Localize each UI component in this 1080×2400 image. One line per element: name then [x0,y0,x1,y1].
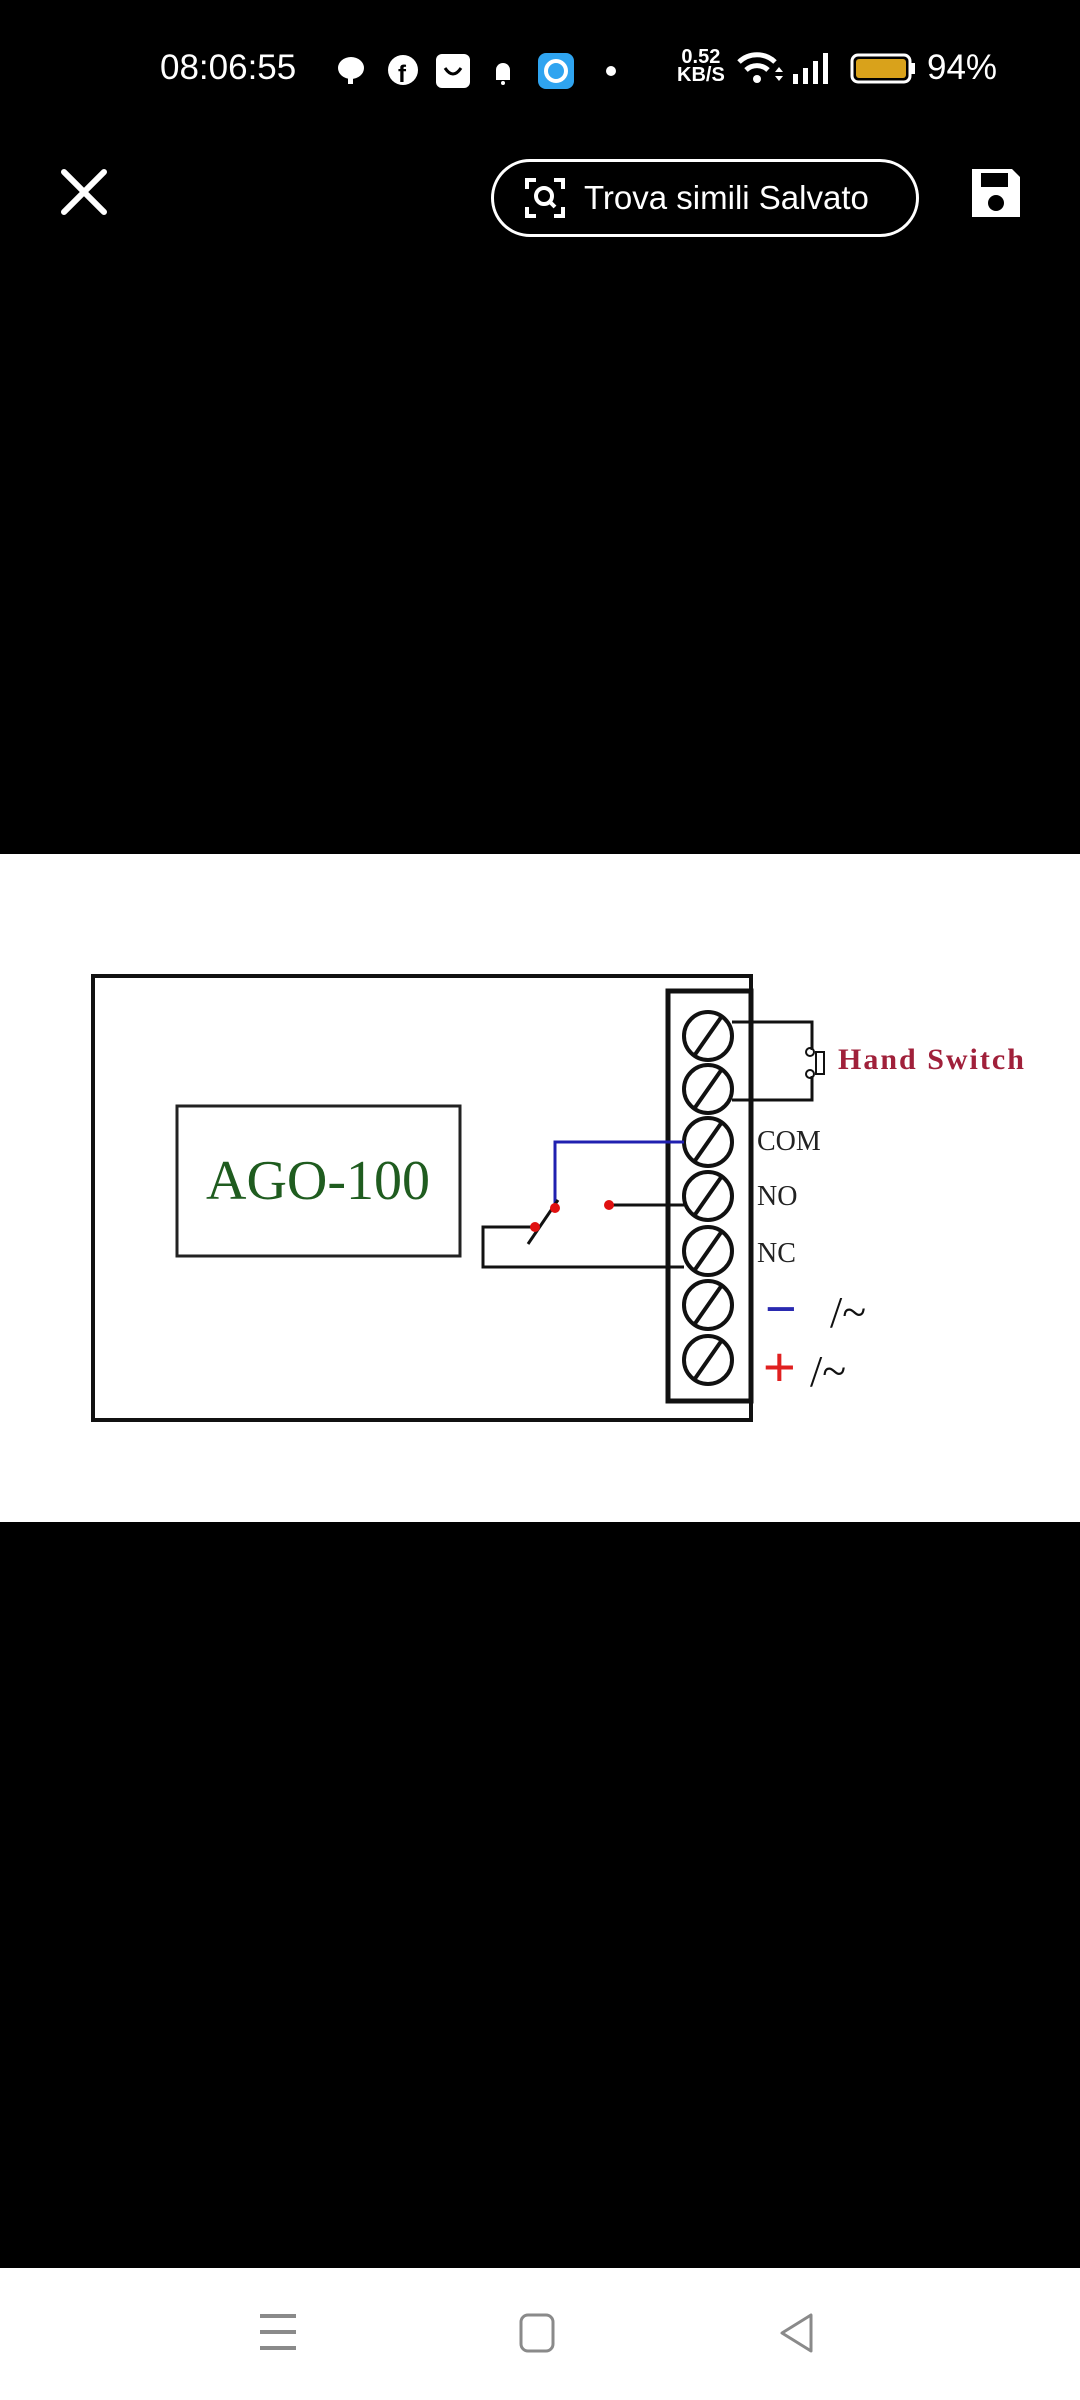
back-icon[interactable] [776,2312,816,2354]
terminal-screw [682,1063,734,1115]
menu-icon[interactable] [258,2312,298,2352]
wifi-icon [737,52,783,83]
terminal-screw [682,1170,734,1222]
label-no: NO [757,1181,797,1212]
hand-switch-label: Hand Switch [838,1043,1026,1076]
battery-icon [850,53,915,84]
notification-icons: f [338,53,616,89]
network-speed: 0.52 KB/S [677,46,725,86]
bell-icon [496,63,510,85]
floppy-disk-icon[interactable] [968,165,1024,221]
dot-icon [606,66,616,76]
signal-icon [793,53,828,84]
device-label: AGO-100 [206,1150,430,1212]
visual-search-icon [525,178,565,218]
connectivity-icons [737,52,915,84]
label-nc: NC [757,1238,796,1269]
com-wire [553,1140,684,1208]
chat-bubble-icon [338,57,364,84]
close-icon[interactable] [56,164,112,220]
terminal-screw [682,1334,734,1386]
terminal-screw [682,1116,734,1168]
wiring-diagram-image: AGO-100 Hand Switch COM NO NC − /~ + /~ [0,854,1080,1522]
battery-percent: 94% [927,48,998,87]
label-com: COM [757,1126,821,1157]
terminal-screw [682,1225,734,1277]
net-speed-unit: KB/S [677,64,725,86]
minus-label: − [765,1279,797,1339]
hand-switch-symbol [805,1047,825,1079]
nc-wire [481,1225,684,1269]
plus-label: + [763,1335,796,1398]
shopping-bag-icon [436,54,470,88]
ac-dc-symbol-plus: /~ [810,1347,846,1396]
svg-text:f: f [398,61,407,88]
contact-dot [604,1200,614,1210]
ac-dc-symbol-minus: /~ [830,1288,866,1337]
status-time: 08:06:55 [160,48,297,87]
net-speed-value: 0.52 [681,46,721,68]
contact-dot [550,1203,560,1213]
find-similar-label: Trova simili Salvato [584,179,869,216]
terminal-block [665,988,754,1404]
device-box [175,1104,462,1258]
hand-switch-wires [732,1020,814,1102]
facebook-icon: f [388,55,418,88]
home-icon[interactable] [518,2312,556,2354]
terminal-screw [682,1279,734,1331]
terminals [682,1010,734,1386]
terminal-screw [682,1010,734,1062]
wiring-diagram: AGO-100 Hand Switch COM NO NC − /~ + /~ [91,974,1026,1422]
find-similar-button[interactable]: Trova simili Salvato [491,159,919,237]
app-blue-icon [538,53,574,89]
contact-dot [530,1222,540,1232]
status-bar: 08:06:55 f 0.52 KB/S 94% [0,0,1080,140]
navigation-bar [0,2268,1080,2400]
